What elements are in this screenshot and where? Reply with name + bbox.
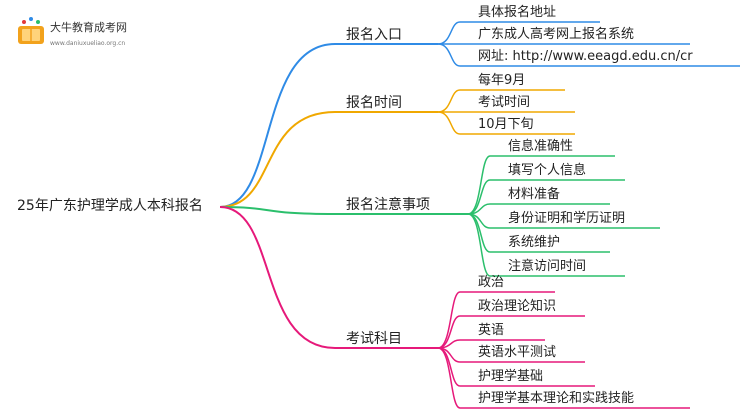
branch-topic: 报名时间 [346, 95, 402, 111]
branch-link [219, 43, 336, 208]
logo-name: 大牛教育成考网 [50, 21, 127, 34]
leaf-topic: 身份证明和学历证明 [508, 211, 626, 226]
leaf-topic: 材料准备 [508, 187, 561, 202]
leaf-link [437, 347, 461, 409]
leaf-topic: 政治 [478, 275, 505, 290]
leaf-link [437, 111, 461, 135]
root-topic: 25年广东护理学成人本科报名 [17, 198, 203, 214]
leaf-topic: 英语 [478, 323, 505, 338]
leaf-link [437, 291, 461, 349]
leaf-topic: 注意访问时间 [508, 259, 587, 274]
leaf-link [437, 89, 461, 113]
leaf-topic: 填写个人信息 [508, 163, 587, 178]
leaf-link [467, 179, 491, 215]
branch-link [219, 206, 336, 215]
leaf-topic: 政治理论知识 [478, 299, 557, 314]
book-icon [18, 17, 44, 44]
leaf-topic: 护理学基础 [478, 369, 544, 384]
leaf-link [437, 43, 461, 67]
leaf-topic: 10月下旬 [478, 117, 534, 132]
branch-topic: 报名注意事项 [346, 197, 430, 213]
branch-link [219, 111, 336, 208]
leaf-link [437, 315, 461, 349]
leaf-topic: 广东成人高考网上报名系统 [478, 27, 635, 42]
leaf-topic: 网址: http://www.eeagd.edu.cn/cr [478, 49, 693, 64]
leaf-topic: 护理学基本理论和实践技能 [478, 391, 635, 406]
branch-topic: 考试科目 [346, 331, 402, 347]
leaf-topic: 每年9月 [478, 73, 526, 88]
leaf-link [467, 213, 491, 277]
leaf-topic: 系统维护 [508, 235, 561, 250]
logo [18, 17, 44, 44]
leaf-topic: 考试时间 [478, 95, 531, 110]
leaf-topic: 具体报名地址 [478, 5, 557, 20]
leaf-link [437, 21, 461, 45]
leaf-topic: 英语水平测试 [478, 345, 557, 360]
branch-link [219, 206, 336, 349]
branch-topic: 报名入口 [346, 27, 402, 43]
logo-url: www.daniuxueliao.org.cn [50, 40, 126, 47]
leaf-topic: 信息准确性 [508, 139, 574, 154]
